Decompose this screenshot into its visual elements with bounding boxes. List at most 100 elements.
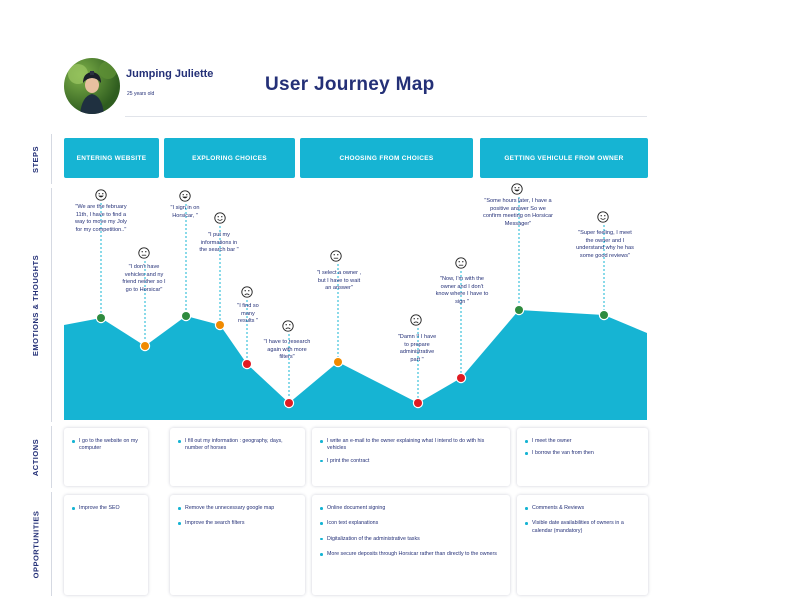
- thought-line: 11th, I have to find a: [75, 211, 127, 218]
- sad-face-icon: [241, 286, 253, 298]
- list-item: I write an e-mail to the owner explainin…: [320, 438, 502, 453]
- emotion-point-sad: [243, 360, 251, 368]
- laughing-face-icon: [95, 189, 107, 201]
- thought-line: some good reviews": [579, 253, 631, 260]
- thought-line: to prepare: [404, 341, 430, 348]
- thought-line: friend neither so I: [122, 279, 166, 286]
- emotion-point-happy: [600, 311, 608, 319]
- thought-line: the owner and I: [585, 237, 625, 244]
- thought-line: Messager": [504, 221, 532, 228]
- thought-line: but I have to wait: [317, 277, 361, 284]
- persona-age: 25 years old: [127, 91, 155, 97]
- thought-line: "Damn !! I have: [397, 334, 437, 340]
- thought-line: filters": [279, 354, 295, 361]
- thought-line: "Some hours later, I have a: [484, 198, 552, 204]
- emotion-point-happy: [515, 306, 523, 314]
- page-title: User Journey Map: [265, 74, 435, 95]
- thought-line: sign ": [455, 299, 469, 306]
- step-entering-website: ENTERING WEBSITE: [64, 138, 159, 178]
- step-choosing-from-choices: CHOOSING FROM CHOICES: [300, 138, 473, 178]
- neutral-face-icon: [330, 250, 342, 262]
- list-item: Remove the unnecessary google map: [178, 505, 297, 512]
- thought-line: "I don't have: [128, 264, 160, 270]
- emotion-point-neutral: [141, 342, 149, 350]
- actions-card-choosing: I write an e-mail to the owner explainin…: [312, 428, 510, 486]
- thought-line: vehicles and ny: [124, 271, 164, 278]
- emotion-area: [64, 310, 647, 420]
- thought-line: "I find so: [237, 303, 259, 309]
- step-exploring-choices: EXPLORING CHOICES: [164, 138, 295, 178]
- emotion-point-happy: [182, 312, 190, 320]
- title-divider: [125, 116, 647, 117]
- step-getting-vehicule: GETTING VEHICULE FROM OWNER: [480, 138, 648, 178]
- laughing-face-icon: [511, 183, 523, 195]
- thought-line: "I sign in on: [170, 205, 200, 211]
- list-item: Digitalization of the administrative tas…: [320, 536, 502, 543]
- emotion-point-neutral: [334, 358, 342, 366]
- list-item: More secure deposits through Horsicar ra…: [320, 551, 502, 558]
- thought-line: positive answer So we: [490, 205, 546, 212]
- smiling-face-icon: [597, 211, 609, 223]
- thought-line: "We are the february: [75, 204, 127, 210]
- emotion-point-sad: [457, 374, 465, 382]
- thought-line: informations in: [200, 239, 238, 246]
- thought-line: "I have to research: [263, 339, 311, 345]
- thought-line: again with more: [267, 346, 307, 353]
- thought-line: understand why he has: [576, 245, 634, 252]
- thought-line: "I select a owner ,: [316, 270, 362, 276]
- thought-line: "Now, I'm with the: [439, 276, 485, 282]
- thought-line: the search bar ": [199, 247, 239, 254]
- thought-line: for my competition..": [75, 227, 127, 234]
- list-item: I go to the website on my computer: [72, 438, 140, 453]
- emotion-point-sad: [414, 399, 422, 407]
- row-label-opportunities: OPPORTUNITIES: [22, 492, 52, 596]
- laughing-face-icon: [179, 190, 191, 202]
- emotion-point-sad: [285, 399, 293, 407]
- thought-line: results ": [237, 318, 258, 325]
- thought-line: administrative: [399, 349, 435, 356]
- thought-line: confirm meeting on Horsicar: [483, 213, 553, 220]
- neutral-face-icon: [138, 247, 150, 259]
- list-item: Icon text explanations: [320, 520, 502, 527]
- list-item: I fill out my information : geography, d…: [178, 438, 297, 453]
- list-item: Comments & Reviews: [525, 505, 640, 512]
- thought-line: owner and I don't: [440, 283, 484, 290]
- row-label-steps: STEPS: [22, 134, 52, 184]
- persona-name: Jumping Juliette: [126, 68, 214, 80]
- thought-line: know where I have to: [435, 291, 489, 298]
- smiling-face-icon: [214, 212, 226, 224]
- list-item: I borrow the van from then: [525, 450, 640, 457]
- thought-line: many: [241, 310, 255, 317]
- thought-line: an answer": [325, 285, 353, 292]
- thought-line: "I put my: [208, 232, 230, 238]
- list-item: Improve the search filters: [178, 520, 297, 527]
- thought-line: Horsicar, ": [172, 212, 198, 219]
- emotion-point-happy: [97, 314, 105, 322]
- list-item: I print the contract: [320, 458, 502, 465]
- emotion-point-neutral: [216, 321, 224, 329]
- thought-line: go to Horsicar": [125, 287, 163, 294]
- sad-face-icon: [410, 314, 422, 326]
- list-item: I meet the owner: [525, 438, 640, 445]
- actions-card-entering: I go to the website on my computer: [64, 428, 148, 486]
- actions-card-getting: I meet the owner I borrow the van from th…: [517, 428, 648, 486]
- sad-face-icon: [282, 320, 294, 332]
- row-label-actions: ACTIONS: [22, 426, 52, 488]
- actions-card-exploring: I fill out my information : geography, d…: [170, 428, 305, 486]
- neutral-face-icon: [455, 257, 467, 269]
